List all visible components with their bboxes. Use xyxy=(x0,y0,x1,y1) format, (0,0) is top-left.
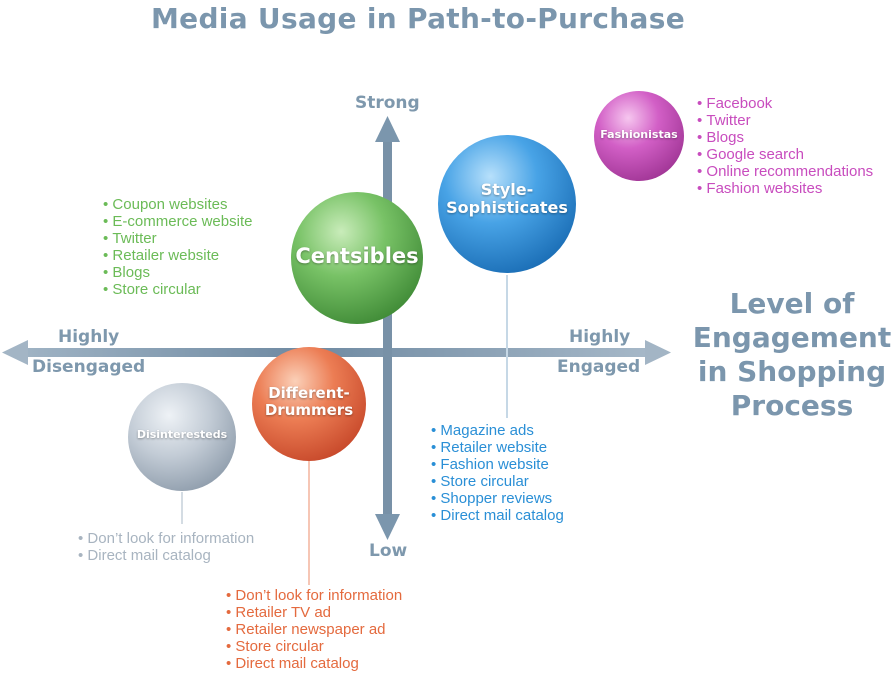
list-item: Retailer TV ad xyxy=(226,604,402,621)
different-drummers-media-list: Don’t look for information Retailer TV a… xyxy=(226,587,402,672)
list-item: Store circular xyxy=(431,473,564,490)
style-sophisticates-media-list: Magazine ads Retailer website Fashion we… xyxy=(431,422,564,524)
list-item: Retailer newspaper ad xyxy=(226,621,402,638)
fashionistas-media-list: Facebook Twitter Blogs Google search Onl… xyxy=(697,95,873,197)
list-item: Magazine ads xyxy=(431,422,564,439)
list-item: Direct mail catalog xyxy=(78,547,254,564)
list-item: Coupon websites xyxy=(103,196,252,213)
list-item: Fashion websites xyxy=(697,180,873,197)
centsibles-bubble xyxy=(291,192,423,324)
segment-name-line: Drummers xyxy=(264,401,354,420)
vertical-axis xyxy=(375,116,400,540)
arrow-up-icon xyxy=(375,116,400,142)
list-item: Facebook xyxy=(697,95,873,112)
fashionistas-label: Fashionistas xyxy=(594,128,684,142)
list-item: E-commerce website xyxy=(103,213,252,230)
segment-name-line: Sophisticates xyxy=(446,198,568,218)
axis-label-engaged: Engaged xyxy=(557,357,641,377)
engagement-axis-title: Level of Engagement in Shopping Process xyxy=(688,287,896,423)
list-item: Don’t look for information xyxy=(226,587,402,604)
horizontal-axis xyxy=(2,340,671,365)
fashionistas-bubble xyxy=(594,91,684,181)
engagement-title-line: Level of xyxy=(729,287,855,320)
list-item: Twitter xyxy=(697,112,873,129)
segment-name: Centsibles xyxy=(295,244,419,268)
list-item: Don’t look for information xyxy=(78,530,254,547)
engagement-title-line: in Shopping xyxy=(697,355,887,388)
axis-label-strong: Strong xyxy=(355,93,420,113)
centsibles-label: Centsibles xyxy=(291,244,423,268)
segment-name-line: Different- xyxy=(268,384,350,402)
segment-name: Fashionistas xyxy=(600,128,678,141)
list-item: Direct mail catalog xyxy=(226,655,402,672)
disinteresteds-bubble xyxy=(128,383,236,491)
list-item: Fashion website xyxy=(431,456,564,473)
axis-label-highly-right: Highly xyxy=(569,327,631,347)
list-item: Store circular xyxy=(103,281,252,298)
list-item: Google search xyxy=(697,146,873,163)
arrow-down-icon xyxy=(375,514,400,540)
list-item: Shopper reviews xyxy=(431,490,564,507)
list-item: Store circular xyxy=(226,638,402,655)
list-item: Blogs xyxy=(697,129,873,146)
disinteresteds-label: Disinteresteds xyxy=(128,428,236,442)
engagement-title-line: Engagement xyxy=(692,321,892,354)
centsibles-media-list: Coupon websites E-commerce website Twitt… xyxy=(103,196,252,298)
arrow-right-icon xyxy=(645,340,671,365)
list-item: Blogs xyxy=(103,264,252,281)
axis-label-low: Low xyxy=(369,541,408,561)
diagram-title: Media Usage in Path-to-Purchase xyxy=(151,2,685,35)
axis-label-disengaged: Disengaged xyxy=(32,357,146,377)
segment-name-line: Style- xyxy=(480,180,534,199)
style-sophisticates-bubble xyxy=(438,135,576,273)
list-item: Retailer website xyxy=(103,247,252,264)
list-item: Twitter xyxy=(103,230,252,247)
engagement-title-line: Process xyxy=(730,389,854,422)
different-drummers-label: Different- Drummers xyxy=(252,384,366,420)
list-item: Retailer website xyxy=(431,439,564,456)
different-drummers-bubble xyxy=(252,347,366,461)
list-item: Direct mail catalog xyxy=(431,507,563,524)
axis-label-highly-left: Highly xyxy=(58,327,120,347)
list-item: Online recommendations xyxy=(697,163,873,180)
disinteresteds-media-list: Don’t look for information Direct mail c… xyxy=(78,530,254,564)
segment-name: Disinteresteds xyxy=(136,428,228,441)
style-sophisticates-label: Style- Sophisticates xyxy=(438,180,576,218)
arrow-left-icon xyxy=(2,340,28,365)
